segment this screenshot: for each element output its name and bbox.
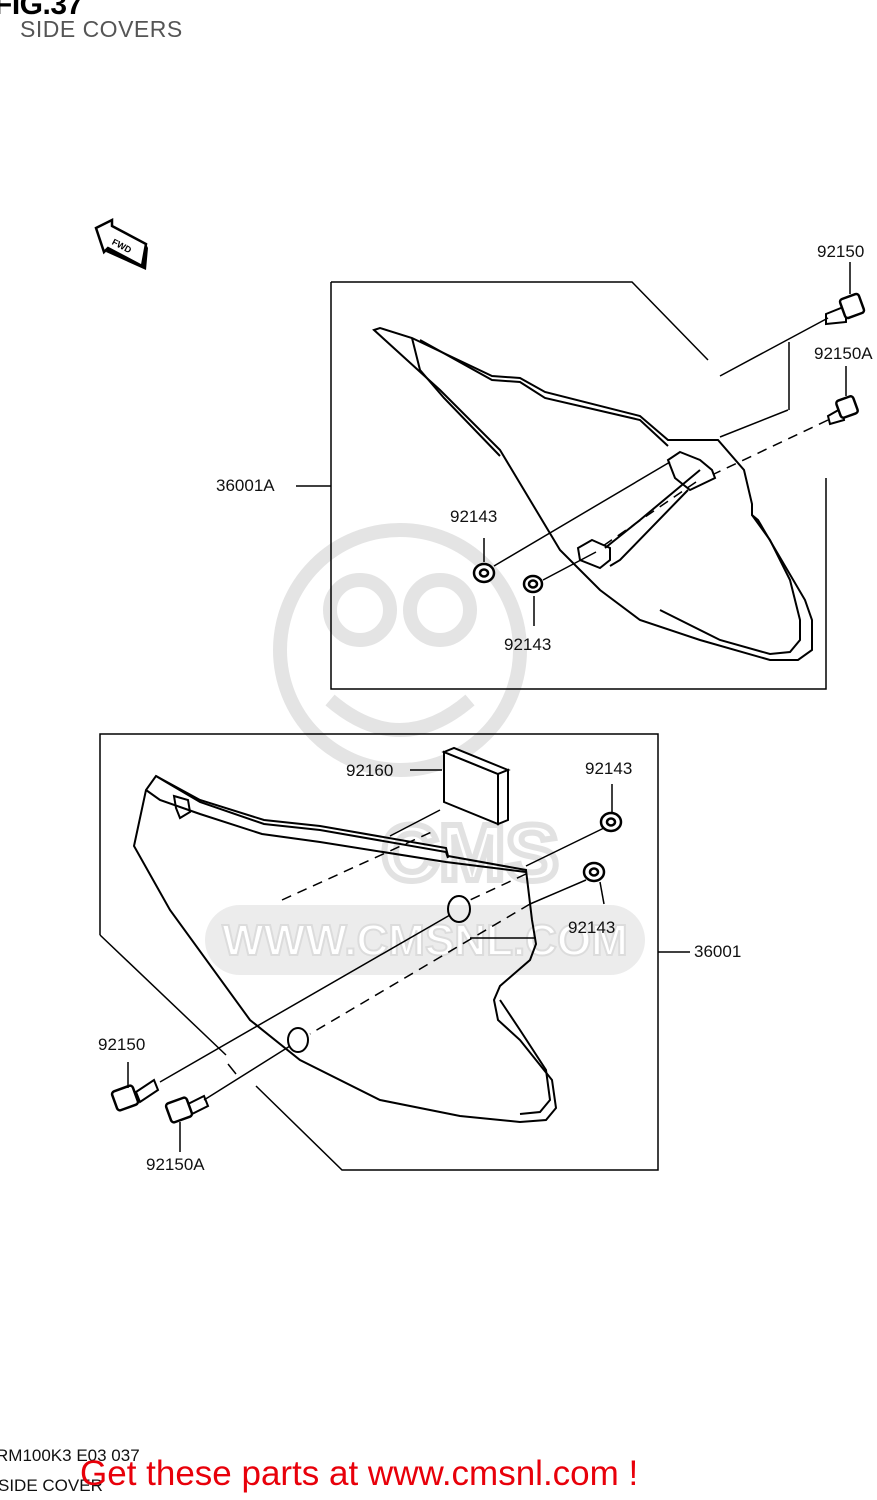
diagram-code: RM100K3 E03 037	[0, 1446, 140, 1465]
upper-washers	[472, 538, 544, 626]
foam-pad-92160	[410, 746, 511, 826]
section-title: SIDE COVERS	[20, 16, 183, 42]
lower-side-cover	[132, 774, 558, 1124]
part-label-92150-top: 92150	[817, 242, 865, 261]
part-label-92143-upper-b: 92143	[504, 635, 552, 654]
part-label-92150A-top: 92150A	[814, 344, 873, 363]
upper-frame	[330, 281, 827, 690]
part-label-92143-lower-b: 92143	[568, 918, 616, 937]
watermark-text: WWW.CMSNL.COM	[222, 916, 628, 965]
part-label-92150A-bottom: 92150A	[146, 1155, 205, 1174]
diagram-name: SIDE COVER	[0, 1476, 103, 1495]
fwd-arrow-icon: FWD	[94, 217, 148, 270]
upper-side-cover	[372, 326, 813, 661]
part-label-92150-bottom: 92150	[98, 1035, 146, 1054]
part-label-92143-upper-a: 92143	[450, 507, 498, 526]
promo-link[interactable]: Get these parts at www.cmsnl.com !	[80, 1454, 639, 1493]
part-label-36001A: 36001A	[216, 476, 275, 495]
upper-bolt-92150A	[826, 366, 859, 426]
upper-bolt-92150	[825, 262, 866, 326]
lower-bolt-92150	[110, 1062, 160, 1112]
lower-washers	[582, 784, 623, 905]
watermark	[273, 523, 527, 777]
lower-leader-lines	[159, 809, 690, 1101]
part-label-36001: 36001	[694, 942, 742, 961]
part-label-92160: 92160	[346, 761, 394, 780]
part-label-92143-lower-a: 92143	[585, 759, 633, 778]
upper-leader-lines	[296, 317, 829, 581]
figure-number: FIG.37	[0, 0, 83, 21]
lower-bolt-92150A	[164, 1094, 210, 1152]
watermark-band	[205, 905, 645, 975]
watermark-logo: CMS	[381, 808, 559, 897]
